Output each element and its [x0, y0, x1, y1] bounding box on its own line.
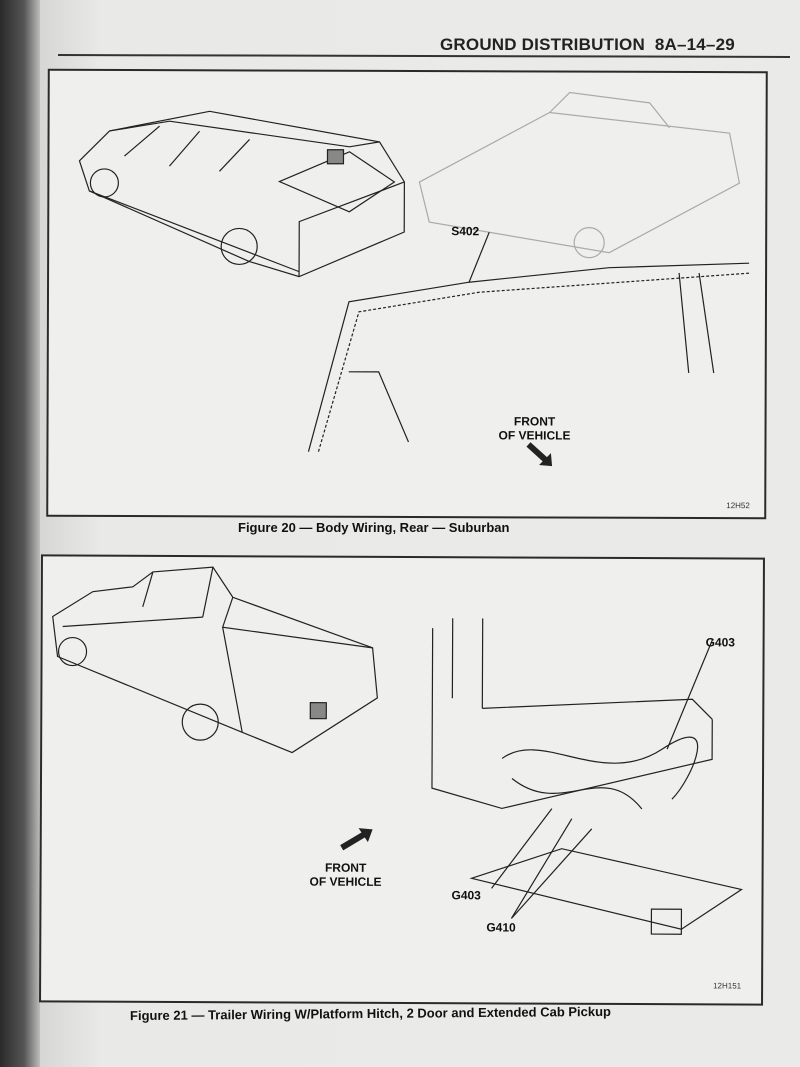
page-header: GROUND DISTRIBUTION 8A–14–29: [440, 35, 735, 55]
figure-code: 12H52: [726, 501, 750, 511]
figure-21-trailer-wiring: G403 FRONT OF VEHICLE G403 G410 12H151: [39, 554, 765, 1006]
pointer-g403-top: [666, 639, 714, 750]
front-line-2: OF VEHICLE: [309, 874, 382, 889]
book-spine: [0, 0, 40, 1067]
front-arrow: [340, 830, 369, 851]
front-line-1: FRONT: [513, 414, 556, 429]
wiring-harness-drawing: [307, 232, 750, 452]
label-front-of-vehicle: FRONT OF VEHICLE: [498, 414, 570, 442]
figure-code: 12H151: [713, 981, 742, 991]
label-s402: S402: [451, 224, 480, 239]
hitch-wiring-drawing: [431, 618, 744, 935]
front-line-1: FRONT: [324, 860, 367, 875]
label-g403-bottom: G403: [451, 888, 481, 903]
label-front-of-vehicle: FRONT OF VEHICLE: [310, 861, 382, 889]
pickup-ghost-drawing: [418, 91, 741, 259]
figure-20-body-wiring-rear: S402 FRONT OF VEHICLE 12H52: [46, 68, 768, 520]
suburban-wiring-illustration: [78, 91, 750, 467]
label-g403-top: G403: [705, 635, 735, 650]
figure-20-caption: Figure 20 — Body Wiring, Rear — Suburban: [238, 520, 510, 535]
page-number: 8A–14–29: [654, 35, 735, 54]
suburban-vehicle-drawing: [78, 110, 405, 278]
pickup-vehicle-drawing: [52, 566, 378, 754]
front-line-2: OF VEHICLE: [498, 428, 571, 443]
pickup-trailer-wiring-illustration: [52, 566, 744, 935]
section-title: GROUND DISTRIBUTION: [440, 35, 645, 54]
label-g410: G410: [486, 920, 516, 935]
